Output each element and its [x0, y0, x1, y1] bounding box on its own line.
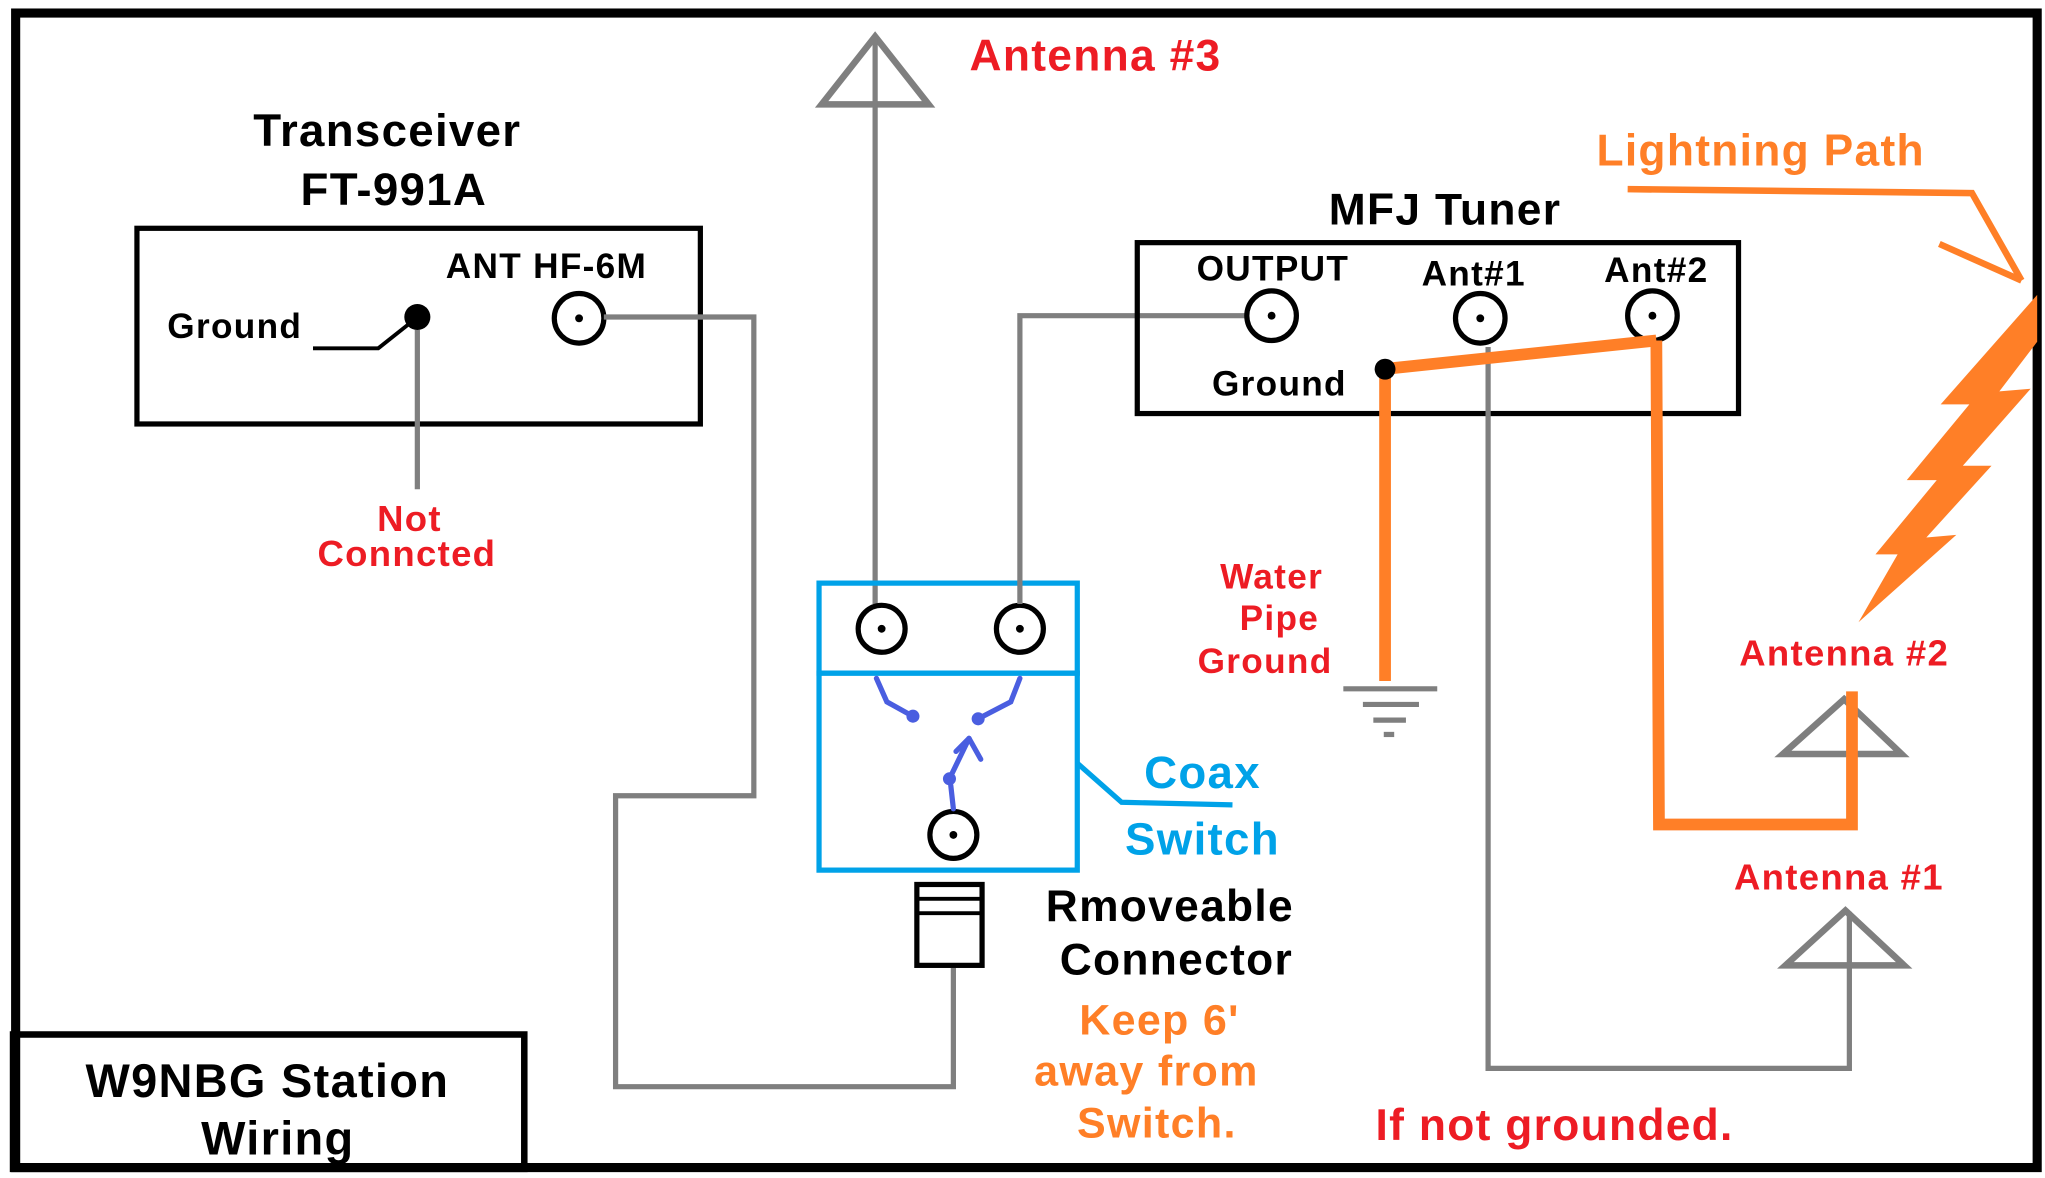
transceiver-ant-label: ANT HF-6M [446, 247, 647, 286]
antenna-3-label: Antenna #3 [970, 31, 1222, 80]
antenna-1-label: Antenna #1 [1734, 857, 1944, 898]
tuner-ant1-connector [1452, 290, 1508, 346]
tuner-ground-terminal [1374, 358, 1396, 380]
water-pipe-ground-label-3: Ground [1198, 642, 1333, 681]
title-box: W9NBG Station Wiring [9, 1031, 528, 1173]
transceiver-model: FT-991A [301, 164, 488, 215]
ground-symbol-icon [1343, 686, 1438, 738]
coax-switch-body [816, 670, 1080, 873]
removable-connector: Rmoveable Connector [914, 881, 1294, 984]
ant1-feedline [1485, 347, 1852, 1072]
transceiver-name: Transceiver [253, 105, 521, 156]
transceiver-ground-terminal [404, 303, 431, 331]
tuner-ground-label: Ground [1212, 364, 1347, 403]
title-line-2: Wiring [201, 1112, 354, 1165]
water-pipe-ground: Water Pipe Ground [1198, 557, 1438, 738]
coax-switch: Coax Switch [816, 580, 1280, 873]
keep-away-note-3: Switch. [1077, 1100, 1237, 1148]
lightning-path-label: Lightning Path [1596, 127, 1924, 176]
transceiver-hf6m-connector [551, 290, 607, 346]
title-line-1: W9NBG Station [86, 1054, 450, 1107]
removable-connector-body [914, 881, 985, 968]
not-connected-label-2: Conncted [318, 533, 497, 574]
transceiver-ground-label: Ground [167, 307, 302, 346]
outer-frame [11, 8, 2042, 1173]
switch-to-tuner-output-line [1017, 313, 1247, 605]
antenna-1-symbol [1777, 906, 1913, 969]
if-not-grounded-note: If not grounded. [1376, 1101, 1734, 1150]
removable-connector-label-1: Rmoveable [1046, 882, 1294, 931]
transceiver-ground-leader [313, 321, 411, 351]
coax-switch-common-port [927, 808, 980, 861]
coax-switch-label-leader [1075, 761, 1233, 808]
tuner-output-label: OUTPUT [1197, 249, 1350, 288]
transceiver: Transceiver FT-991A ANT HF-6M Ground [134, 105, 703, 427]
keep-away-note-1: Keep 6' [1079, 996, 1239, 1044]
coax-switch-label-1: Coax [1144, 747, 1261, 798]
coax-switch-port-b [993, 602, 1046, 655]
not-connected-label-1: Not [377, 498, 442, 539]
tuner-ant2-connector [1625, 288, 1680, 344]
coax-switch-label-2: Switch [1125, 813, 1280, 864]
tuner-ant1-label: Ant#1 [1422, 255, 1526, 294]
lightning-tuner-crosslink [1381, 334, 1657, 376]
tuner-name: MFJ Tuner [1329, 185, 1562, 234]
coax-switch-port-a [855, 602, 908, 655]
antenna-3: Antenna #3 [814, 31, 1222, 605]
lightning-ant2-path [1650, 340, 1858, 831]
tuner-output-connector [1244, 288, 1299, 344]
mfj-tuner: MFJ Tuner OUTPUT Ant#1 Ant#2 Ground [1134, 185, 1742, 417]
antenna-2-symbol [1774, 694, 1910, 758]
tuner-box [1134, 240, 1742, 417]
coax-switch-internal-contacts [873, 675, 1023, 812]
lightning-bolt-icon [1858, 294, 2038, 623]
lightning-arrow-icon [1627, 185, 2025, 284]
antenna-2: Antenna #2 [1739, 632, 1949, 758]
antenna-1: Antenna #1 [1734, 857, 1944, 969]
removable-connector-label-2: Connector [1060, 935, 1293, 984]
tuner-ant2-label: Ant#2 [1604, 251, 1708, 290]
lightning-path [1374, 334, 1858, 831]
keep-away-note-2: away from [1034, 1047, 1259, 1095]
antenna-2-label: Antenna #2 [1739, 632, 1949, 673]
water-pipe-ground-label-1: Water [1220, 557, 1323, 596]
water-pipe-ground-label-2: Pipe [1240, 599, 1320, 638]
transceiver-coax-line [603, 314, 956, 1090]
